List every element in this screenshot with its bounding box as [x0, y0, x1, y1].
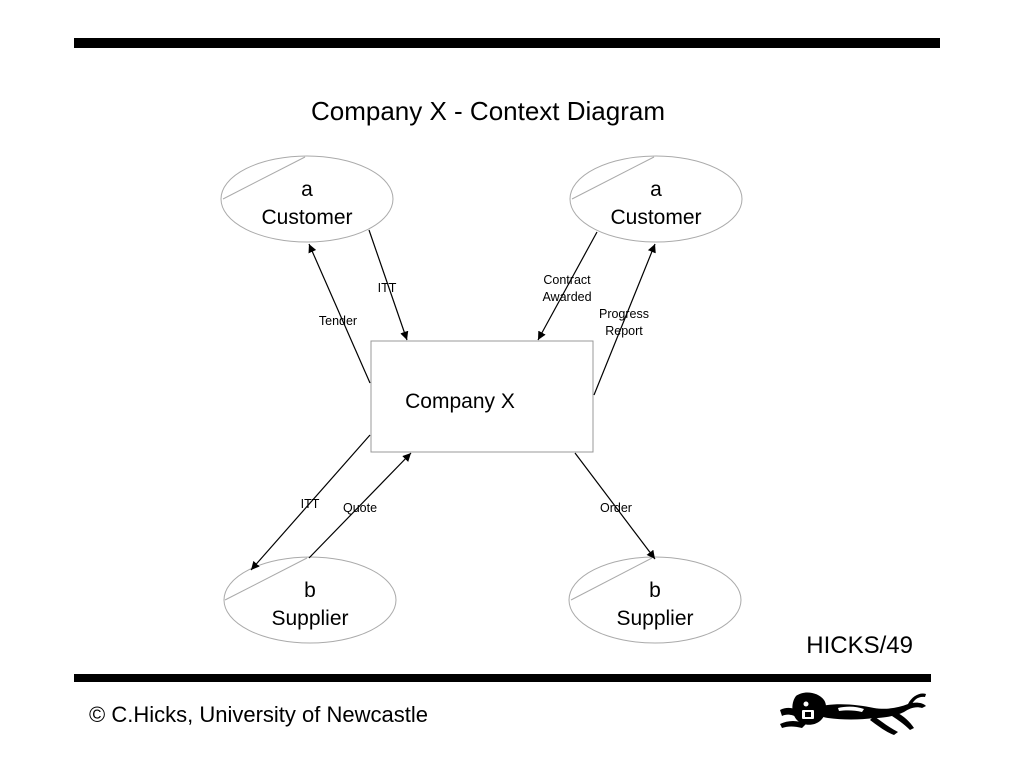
flow-arrow-tender: [308, 243, 371, 384]
flow-arrow-quote: [308, 452, 412, 559]
flow-label-contract-awarded-line2: Awarded: [542, 290, 591, 304]
slide-number: HICKS/49: [806, 632, 913, 659]
flow-arrow-itt-customer: [368, 229, 409, 341]
flow-arrow-progress-report: [593, 243, 656, 396]
flow-label-order: Order: [600, 501, 632, 515]
top-rule: [74, 38, 940, 48]
entity-id-label: a: [301, 178, 313, 201]
entity-id-label: b: [649, 579, 661, 602]
flow-label-itt-customer: ITT: [378, 281, 397, 295]
external-entity-customer-right: a Customer: [569, 155, 743, 243]
flow-label-contract-awarded-line1: Contract: [543, 273, 591, 287]
bottom-rule: [74, 674, 931, 682]
lion-crest-icon: [780, 692, 926, 735]
flow-label-quote: Quote: [343, 501, 377, 515]
external-entity-supplier-right: b Supplier: [568, 556, 742, 644]
flow-arrow-contract-awarded: [537, 231, 598, 341]
process-label: Company X: [405, 390, 515, 413]
entity-name-label: Customer: [261, 206, 352, 229]
flow-label-progress-report-line2: Report: [605, 324, 643, 338]
flow-label-itt-supplier: ITT: [301, 497, 320, 511]
flow-label-progress-report-line1: Progress: [599, 307, 649, 321]
external-entity-supplier-left: b Supplier: [223, 556, 397, 644]
entity-id-label: b: [304, 579, 316, 602]
flow-arrow-itt-supplier: [250, 434, 371, 571]
entity-name-label: Supplier: [271, 607, 348, 630]
flow-arrow-order: [574, 452, 656, 560]
footer-copyright: © C.Hicks, University of Newcastle: [89, 702, 428, 727]
entity-id-label: a: [650, 178, 662, 201]
external-entity-customer-left: a Customer: [220, 155, 394, 243]
process-box: [370, 340, 594, 453]
flow-label-tender: Tender: [319, 314, 357, 328]
diagram-title: Company X - Context Diagram: [310, 96, 666, 126]
entity-name-label: Customer: [610, 206, 701, 229]
entity-name-label: Supplier: [616, 607, 693, 630]
